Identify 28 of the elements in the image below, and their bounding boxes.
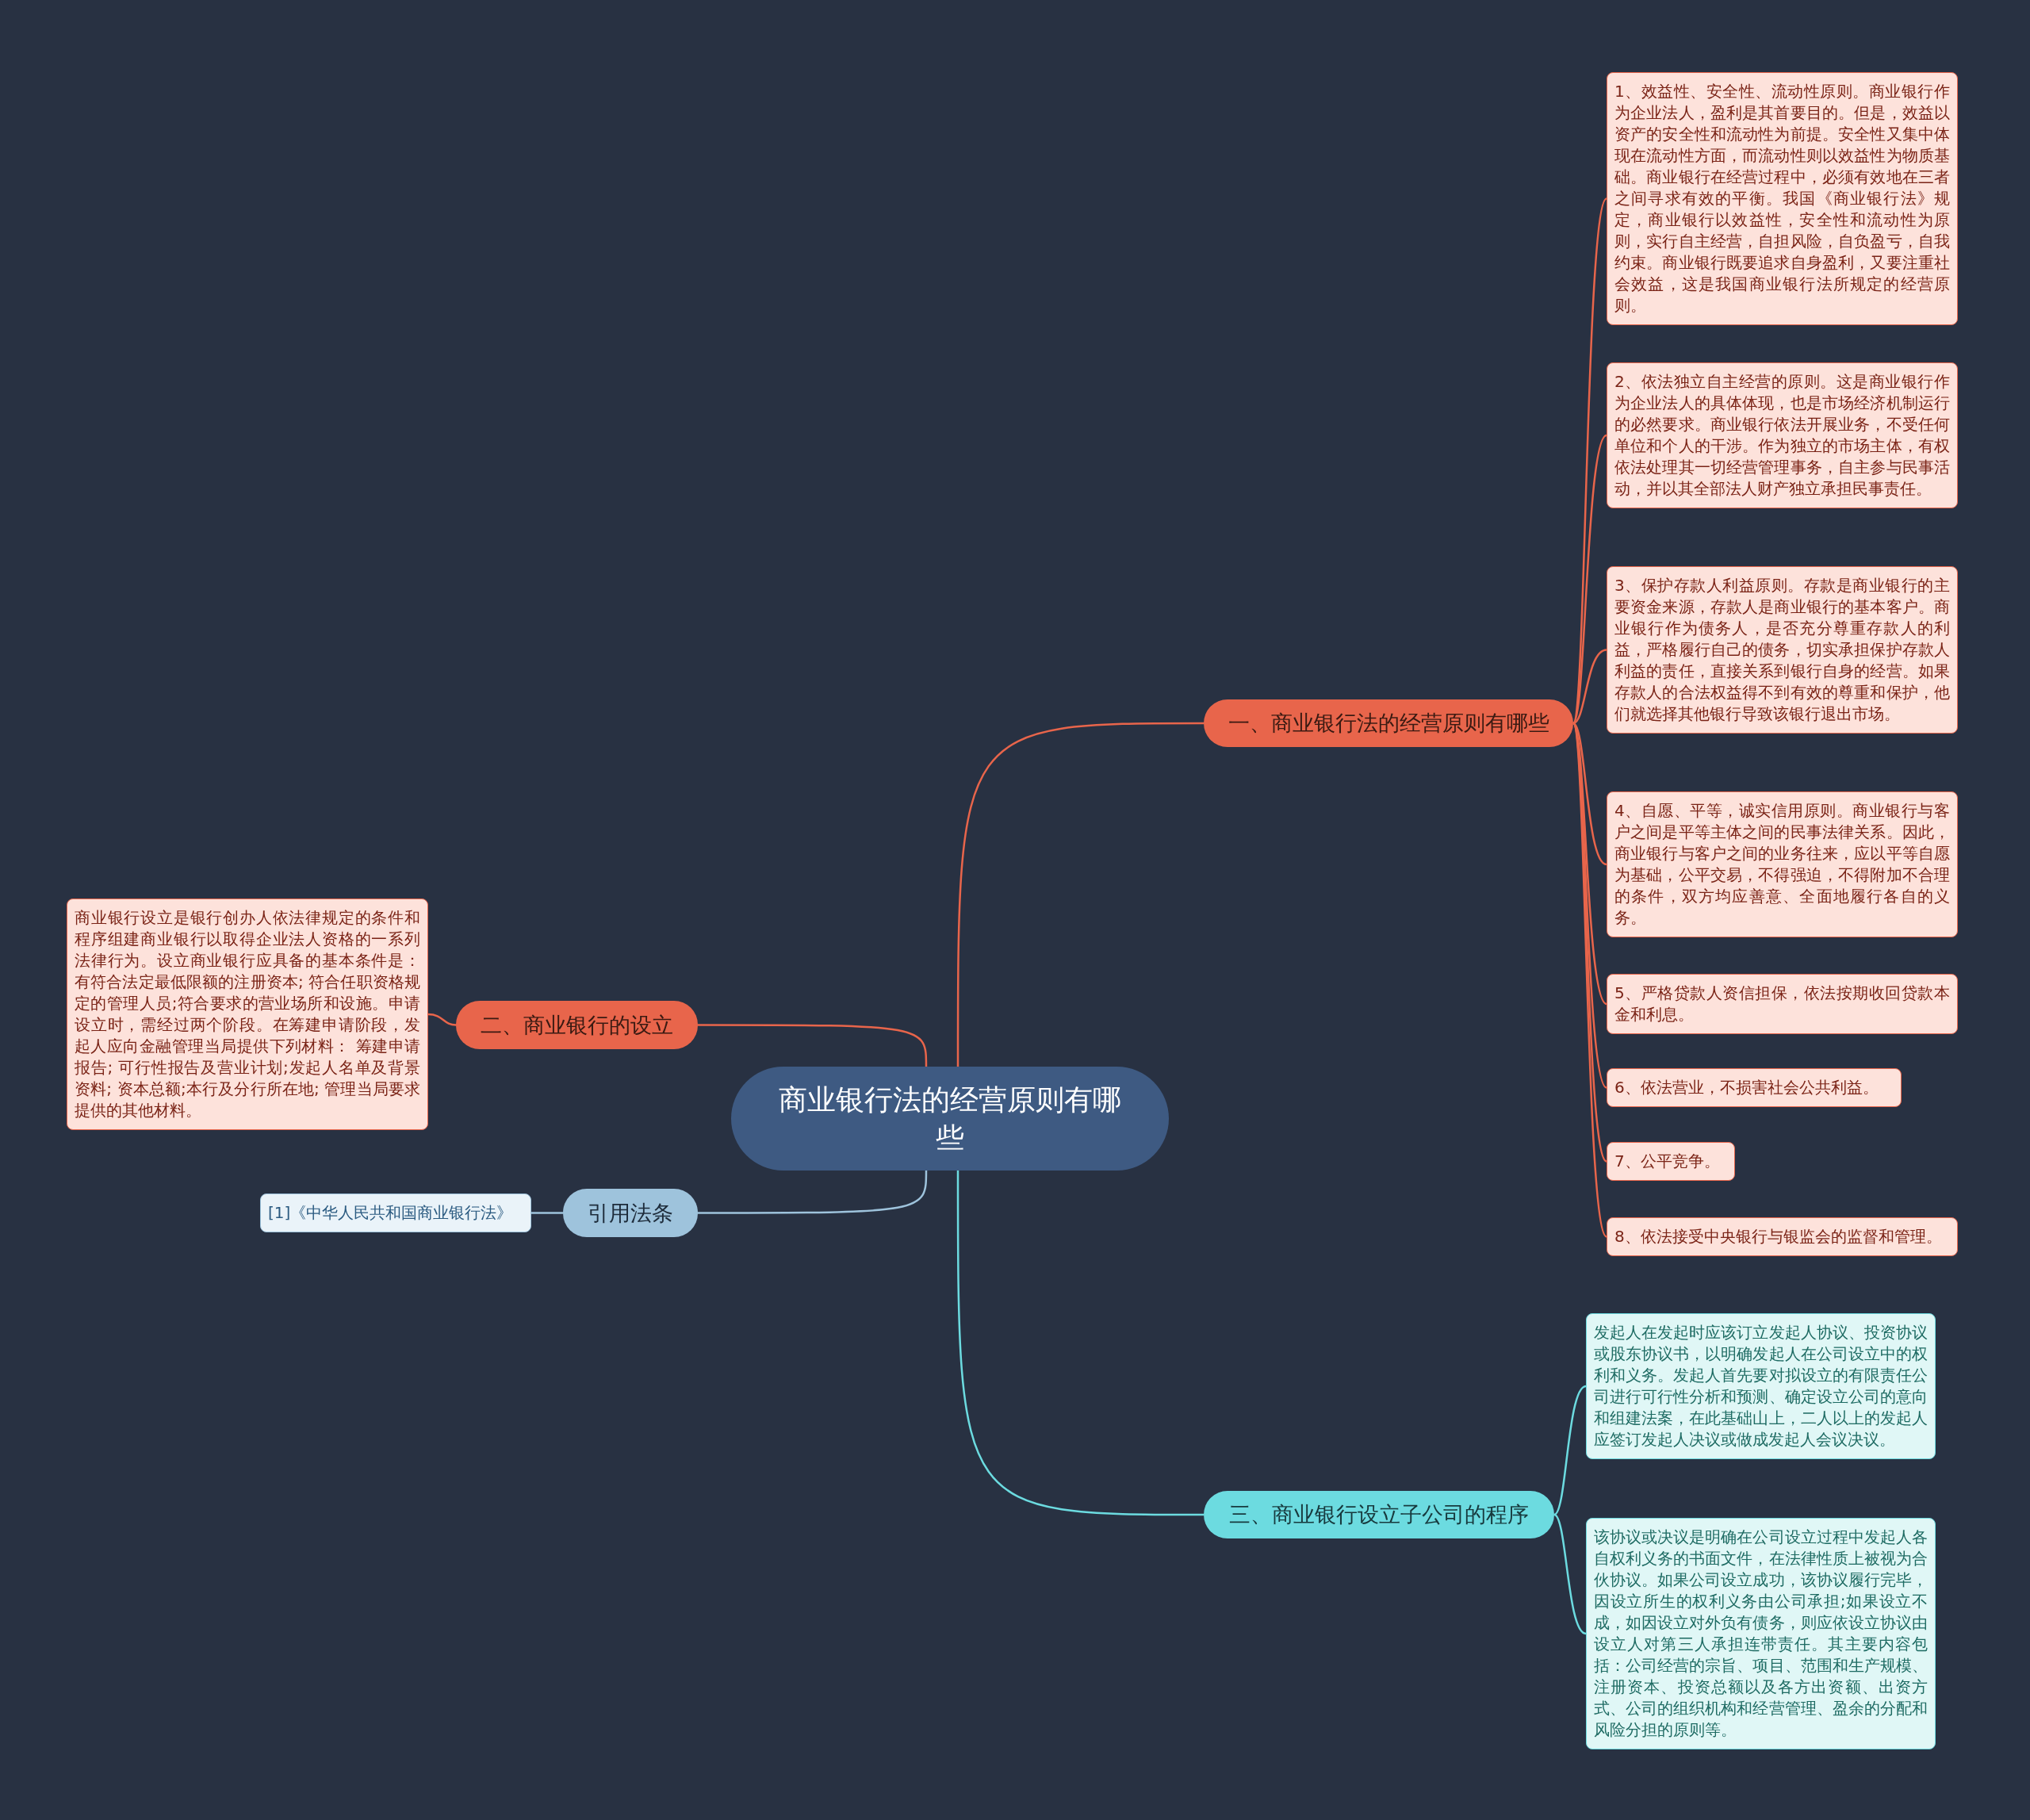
note-card: 4、自愿、平等，诚实信用原则。商业银行与客户之间是平等主体之间的民事法律关系。因此，商业银行与客户之间的业务往来，应以平等自愿为基础，公平交易，不得强迫，不得附加不合理的条件，双方均应善意、全面地履行各自的义务。 (1607, 791, 1958, 937)
note-card: 该协议或决议是明确在公司设立过程中发起人各自权利义务的书面文件，在法律性质上被视为合伙协议。如果公司设立成功，该协议履行完毕，因设立所生的权利义务由公司承担;如果设立不成，如因设立对外负有债务，则应依设立协议由设立人对第三人承担连带责任。其主要内容包括：公司经营的宗旨、项目、范围和生产规模、注册资本、投资总额以及各方出资额、出资方式、公司的组织机构和经营管理、盈余的分配和风险分担的原则等。 (1586, 1518, 1936, 1749)
connector-line (956, 1171, 1204, 1516)
reference-note: [1]《中华人民共和国商业银行法》 (260, 1194, 531, 1232)
connector-line (1553, 1514, 1587, 1635)
note-card: 1、效益性、安全性、流动性原则。商业银行作为企业法人，盈利是其首要目的。但是，效益以资产的安全性和流动性为前提。安全性又集中体现在流动性方面，而流动性则以效益性为物质基础。商业银行在经营过程中，必须有效地在三者之间寻求有效的平衡。我国《商业银行法》规定，商业银行以效益性，安全性和流动性为原则，实行自主经营，自担风险，自负盈亏，自我约束。商业银行既要追求自身盈利，又要注重社会效益，这是我国商业银行法所规定的经营原则。 (1607, 72, 1958, 325)
branch-topic: 引用法条 (563, 1189, 698, 1237)
connector-line (1572, 649, 1607, 725)
branch-topic: 三、商业银行设立子公司的程序 (1204, 1491, 1554, 1538)
connector-line (698, 1024, 928, 1067)
connector-line (531, 1212, 563, 1214)
note-card: 6、依法营业，不损害社会公共利益。 (1607, 1068, 1902, 1107)
note-card: 商业银行设立是银行创办人依法律规定的条件和程序组建商业银行以取得企业法人资格的一系列法律行为。设立商业银行应具备的基本条件是：有符合法定最低限额的注册资本; 符合任职资格规定的管理人员;符合要求的营业场所和设施。申请设立时，需经过两个阶段。在筹建申请阶段，发起人应向金融管理当局提供下列材料： 筹建申请报告; 可行性报告及营业计划;发起人名单及背景资料; 资本总额;本行及分行所在地; 管理当局要求提供的其他材料。 (67, 899, 428, 1130)
note-card: 发起人在发起时应该订立发起人协议、投资协议或股东协议书，以明确发起人在公司设立中的权利和义务。发起人首先要对拟设立的有限责任公司进行可行性分析和预测、确定设立公司的意向和组建法案，在此基础山上，二人以上的发起人应签订发起人决议或做成发起人会议决议。 (1586, 1313, 1936, 1459)
central-topic: 商业银行法的经营原则有哪些 (731, 1067, 1169, 1171)
connector-line (1553, 1385, 1587, 1515)
connector-line (956, 722, 1204, 1067)
note-card: 2、依法独立自主经营的原则。这是商业银行作为企业法人的具体体现，也是市场经济机制运行的必然要求。商业银行依法开展业务，不受任何单位和个人的干涉。作为独立的市场主体，有权依法处理其一切经营管理事务，自主参与民事活动，并以其全部法人财产独立承担民事责任。 (1607, 362, 1958, 508)
connector-line (427, 1013, 457, 1026)
note-card: 3、保护存款人利益原则。存款是商业银行的主要资金来源，存款人是商业银行的基本客户。商业银行作为债务人，是否充分尊重存款人的利益，严格履行自己的债务，切实承担保护存款人利益的责任，直接关系到银行自身的经营。如果存款人的合法权益得不到有效的尊重和保护，他们就选择其他银行导致该银行退出市场。 (1607, 566, 1958, 734)
branch-topic: 一、商业银行法的经营原则有哪些 (1204, 699, 1573, 747)
note-card: 8、依法接受中央银行与银监会的监督和管理。 (1607, 1217, 1958, 1256)
note-card: 5、严格贷款人资信担保，依法按期收回贷款本金和利息。 (1607, 974, 1958, 1034)
branch-topic: 二、商业银行的设立 (456, 1001, 698, 1049)
note-card: 7、公平竞争。 (1607, 1142, 1735, 1181)
connector-line (698, 1171, 928, 1214)
connector-line (1572, 435, 1607, 724)
connector-line (1572, 722, 1607, 866)
